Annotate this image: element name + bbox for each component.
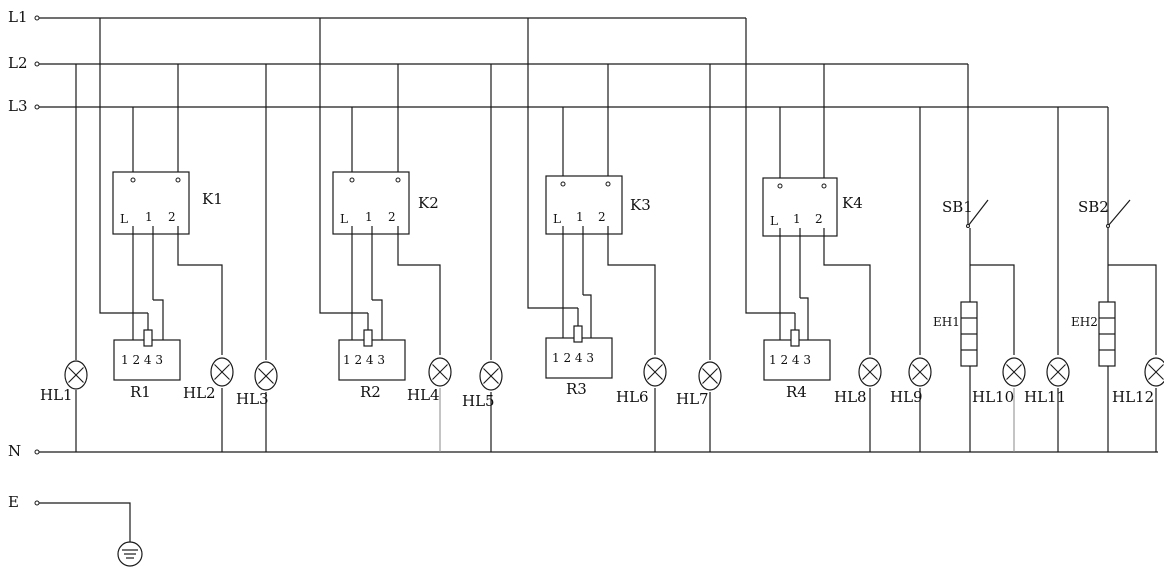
contactor-K1 <box>112 171 190 235</box>
svg-text:1: 1 <box>793 212 801 226</box>
relay-R4-coil <box>790 329 800 347</box>
lamp-HL8: HL8 <box>834 357 882 406</box>
lamp-HL7: HL7 <box>676 361 722 408</box>
relay-R2-coil <box>363 329 373 347</box>
line-label-E: E <box>8 493 19 511</box>
lamp-HL11: HL11 <box>1024 357 1070 406</box>
relay-R1-coil <box>143 329 153 347</box>
contactor-K3-label: K3 <box>630 196 651 214</box>
switch-SB2-label: SB2 <box>1078 198 1109 216</box>
lamp-label-HL9: HL9 <box>890 388 923 406</box>
svg-text:1 2 4 3: 1 2 4 3 <box>552 351 594 365</box>
lamp-HL1: HL1 <box>40 360 88 404</box>
relay-R1 <box>113 339 181 381</box>
svg-text:1: 1 <box>145 210 153 224</box>
lamp-HL6: HL6 <box>616 357 667 406</box>
relay-R3 <box>545 337 613 379</box>
lamp-label-HL5: HL5 <box>462 392 495 410</box>
l1-drop-3 <box>527 18 578 309</box>
lamp-HL10: HL10 <box>972 357 1026 406</box>
lamp-HL5: HL5 <box>462 361 503 410</box>
svg-text:1 2 4 3: 1 2 4 3 <box>121 353 163 367</box>
lamp-HL9: HL9 <box>890 357 932 406</box>
l1-drop-2 <box>319 18 368 314</box>
switch-SB1 <box>967 199 989 227</box>
l1-droppers <box>99 18 795 314</box>
svg-text:2: 2 <box>598 210 606 224</box>
relay-R2 <box>338 339 406 381</box>
relay-R2-label: R2 <box>360 383 381 401</box>
lamp-label-HL10: HL10 <box>972 388 1014 406</box>
svg-text:L: L <box>553 212 561 226</box>
line-label-L3: L3 <box>8 97 28 115</box>
relay-R4-label: R4 <box>786 383 807 401</box>
lamp-HL12: HL12 <box>1112 357 1164 406</box>
terminal-N <box>34 449 40 455</box>
lamp-label-HL12: HL12 <box>1112 388 1154 406</box>
svg-text:2: 2 <box>815 212 823 226</box>
switch-SB2 <box>1107 199 1131 227</box>
lamp-label-HL11: HL11 <box>1024 388 1066 406</box>
lamp-label-HL2: HL2 <box>183 384 216 402</box>
heater-EH1-label: EH1 <box>933 315 960 329</box>
l1-drop-4 <box>745 18 795 314</box>
lamp-label-HL6: HL6 <box>616 388 649 406</box>
relay-R4 <box>763 339 831 381</box>
group-4: K4 L 1 2 1 2 4 3 R4 <box>709 64 871 452</box>
contactor-K4-label: K4 <box>842 194 863 212</box>
group-1: K1 L 1 2 1 2 4 3 R1 <box>75 64 223 452</box>
group-2: K2 L 1 2 1 2 4 3 R2 <box>265 64 441 452</box>
lamp-label-HL7: HL7 <box>676 390 709 408</box>
relay-R3-coil <box>573 325 583 343</box>
heater-EH2-label: EH2 <box>1071 315 1098 329</box>
lamp-HL3: HL3 <box>236 361 278 408</box>
heater-circuit-1: SB1 EH1 <box>919 64 1015 452</box>
svg-text:L: L <box>120 212 128 226</box>
svg-text:1: 1 <box>576 210 584 224</box>
lamp-HL2: HL2 <box>183 357 234 402</box>
contactor-K2 <box>332 171 410 235</box>
line-label-L1: L1 <box>8 8 28 26</box>
earth-wire <box>39 502 131 542</box>
svg-text:1 2 4 3: 1 2 4 3 <box>343 353 385 367</box>
lamp-label-HL1: HL1 <box>40 386 73 404</box>
terminal-L1 <box>34 15 40 21</box>
lamp-label-HL4: HL4 <box>407 386 440 404</box>
lamp-label-HL3: HL3 <box>236 390 269 408</box>
line-label-L2: L2 <box>8 54 28 72</box>
relay-R3-label: R3 <box>566 380 587 398</box>
contactor-K3 <box>545 175 623 235</box>
relay-R1-label: R1 <box>130 383 151 401</box>
svg-text:1: 1 <box>365 210 373 224</box>
earth-ground-symbol <box>117 541 143 567</box>
svg-text:1 2 4 3: 1 2 4 3 <box>769 353 811 367</box>
lamps: HL1 HL2 HL3 HL4 HL5 HL6 HL7 HL8 HL9 HL10 HL11 HL12 <box>40 357 1164 410</box>
svg-text:L: L <box>340 212 348 226</box>
svg-text:2: 2 <box>388 210 396 224</box>
terminal-L3 <box>34 104 40 110</box>
contactor-K1-label: K1 <box>202 190 223 208</box>
contactor-K2-label: K2 <box>418 194 439 212</box>
terminal-L2 <box>34 61 40 67</box>
lamp-label-HL8: HL8 <box>834 388 867 406</box>
l1-drop-1 <box>99 18 148 314</box>
svg-text:L: L <box>770 214 778 228</box>
bus-lines: L1 L2 L3 N E <box>8 8 1158 567</box>
line-label-N: N <box>8 442 21 460</box>
group-3: K3 L 1 2 1 2 4 3 R3 <box>490 64 656 452</box>
lamp-HL4: HL4 <box>407 357 452 404</box>
terminal-E <box>34 500 40 506</box>
heater-circuit-2: SB2 EH2 <box>1057 107 1157 452</box>
svg-text:2: 2 <box>168 210 176 224</box>
switch-SB1-label: SB1 <box>942 198 973 216</box>
